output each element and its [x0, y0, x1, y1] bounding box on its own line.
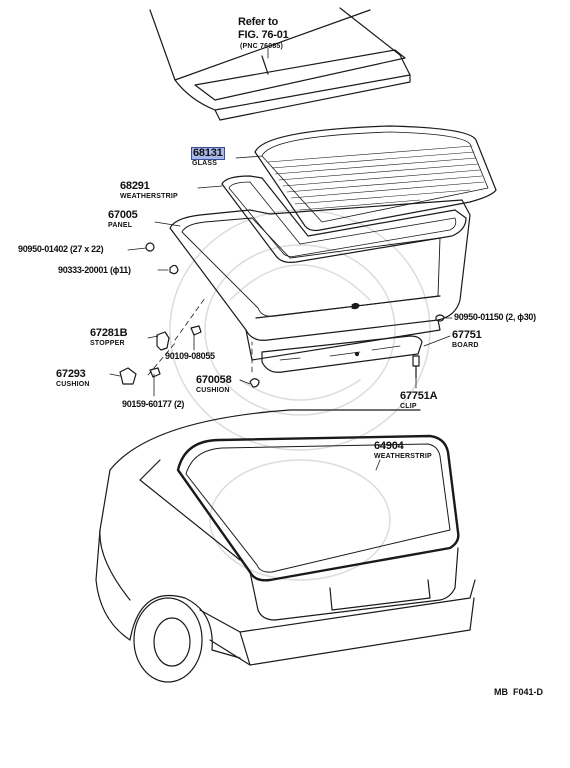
part-90159-60177-number[interactable]: 90159-60177 (2) [122, 399, 185, 409]
vehicle-body-drawing [95, 409, 476, 683]
weatherstrip-68291-drawing [221, 175, 467, 263]
hardware-drawings [119, 242, 445, 388]
part-64904-number: 64904 [374, 440, 404, 452]
part-67293-name: CUSHION [56, 381, 90, 388]
roof-spoiler-drawing [149, 7, 411, 121]
leader-lines [109, 47, 453, 471]
part-68291-name: WEATHERSTRIP [120, 193, 178, 200]
part-90950-01402-number[interactable]: 90950-01402 (27 x 22) [18, 244, 104, 254]
part-67293-number: 67293 [56, 368, 86, 380]
part-67751-number: 67751 [452, 329, 482, 341]
part-67751a-name: CLIP [400, 403, 417, 410]
part-67281b-number: 67281B [90, 327, 128, 339]
part-64904-label[interactable]: 64904 WEATHERSTRIP [374, 440, 432, 461]
part-68131-name: GLASS [192, 160, 218, 167]
reference-line3: (PNC 76085) [240, 43, 284, 50]
reference-line2: FIG. 76-01 [238, 29, 289, 41]
part-670058-name: CUSHION [196, 387, 230, 394]
part-67751a-number: 67751A [400, 390, 438, 402]
glass-68131-drawing [254, 125, 497, 232]
part-64904-name: WEATHERSTRIP [374, 453, 432, 460]
part-67005-number: 67005 [108, 209, 138, 221]
part-670058-number: 670058 [196, 374, 232, 386]
part-67293-label[interactable]: 67293 CUSHION [56, 368, 90, 389]
part-67281b-label[interactable]: 67281B STOPPER [90, 327, 128, 348]
part-68291-number: 68291 [120, 180, 150, 192]
part-67005-label[interactable]: 67005 PANEL [108, 209, 138, 230]
watermark-emblem [169, 209, 431, 581]
part-68131-number: 68131 [191, 147, 225, 160]
board-67751-drawing [261, 335, 423, 373]
part-90109-08055-number[interactable]: 90109-08055 [165, 351, 215, 361]
part-67751a-label[interactable]: 67751A CLIP [400, 390, 438, 411]
part-67751-name: BOARD [452, 342, 479, 349]
part-68291-label[interactable]: 68291 WEATHERSTRIP [120, 180, 178, 201]
back-door-panel-67005-drawing [147, 199, 471, 376]
part-90950-01150-number[interactable]: 90950-01150 (2, ϕ30) [454, 312, 536, 322]
part-67751-label[interactable]: 67751 BOARD [452, 329, 482, 350]
part-67281b-name: STOPPER [90, 340, 125, 347]
part-67005-name: PANEL [108, 222, 133, 229]
part-670058-label[interactable]: 670058 CUSHION [196, 374, 232, 395]
reference-line1: Refer to [238, 16, 278, 28]
part-68131-label[interactable]: 68131 GLASS [191, 147, 225, 167]
figure-code: MB F041-D [494, 687, 544, 697]
part-90333-20001-number[interactable]: 90333-20001 (ϕ11) [58, 265, 131, 275]
